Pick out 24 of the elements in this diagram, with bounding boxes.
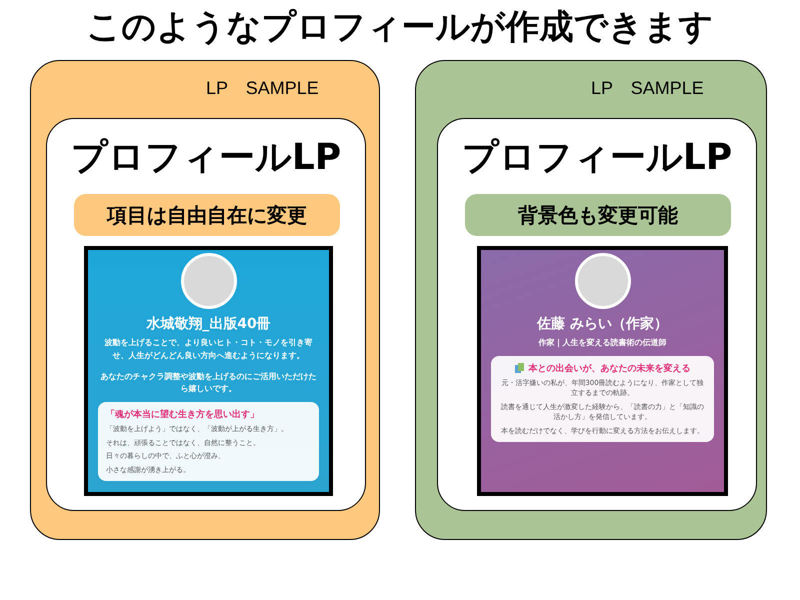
panel-label: LP SAMPLE <box>591 77 704 100</box>
panel-label: LP SAMPLE <box>206 77 319 100</box>
profile-description: あなたのチャクラ調整や波動を上げるのにご活用いただけたら嬉しいです。 <box>100 370 318 396</box>
info-card <box>491 356 714 442</box>
profile-name: 水城敬翔_出版40冊 <box>146 315 271 333</box>
profile-screenshot <box>84 246 333 496</box>
preview-card <box>46 118 366 511</box>
info-heading: 「魂が本当に望む生き方を思い出す」 <box>106 408 260 422</box>
badge-text: 項目は自由自在に変更 <box>107 202 307 228</box>
profile-subtitle: 作家｜人生を変える読書術の伝道師 <box>538 337 666 350</box>
preview-heading: プロフィールLP <box>70 136 342 180</box>
badge-text: 背景色も変更可能 <box>518 202 678 228</box>
info-heading: 本との出会いが、あなたの未来を変える <box>528 362 690 375</box>
page-title: このようなプロフィールが作成できます <box>86 6 714 49</box>
sample-panel <box>30 60 380 540</box>
feature-badge <box>74 194 340 236</box>
sample-panel <box>415 60 767 540</box>
preview-heading: プロフィールLP <box>462 136 732 180</box>
profile-name: 佐藤 みらい（作家） <box>537 315 668 333</box>
profile-screenshot <box>477 246 728 496</box>
info-card <box>98 402 319 482</box>
preview-card <box>437 118 757 511</box>
feature-badge <box>465 194 731 236</box>
profile-description: 波動を上げることで、より良いヒト・コト・モノを引き寄せ、人生がどんどん良い方向へ進むようになります。 <box>104 337 314 362</box>
